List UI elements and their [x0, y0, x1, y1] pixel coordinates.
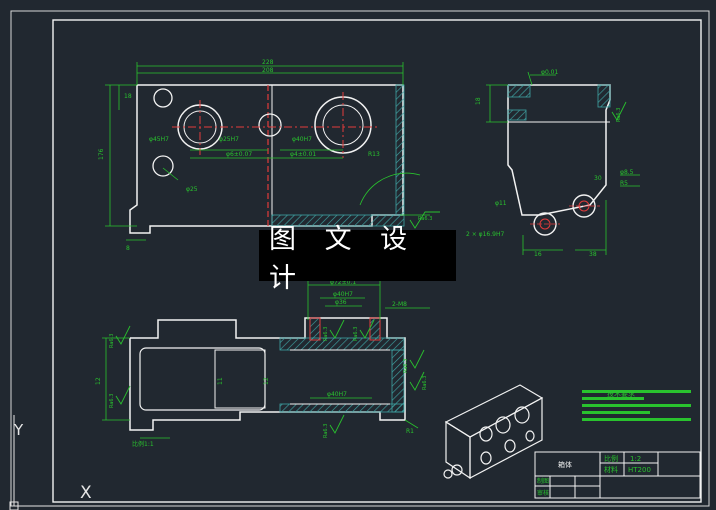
svg-text:φ6±0.07: φ6±0.07 [226, 151, 252, 158]
svg-text:2-M8: 2-M8 [392, 301, 407, 308]
tech-req-title: 技术要求 [607, 389, 635, 398]
svg-text:Ra6.3: Ra6.3 [353, 327, 359, 341]
watermark-banner: 图 文 设 计 [259, 224, 456, 294]
svg-text:比例1:1: 比例1:1 [132, 440, 154, 448]
svg-text:R1: R1 [406, 428, 414, 435]
technical-requirements: 技术要求 [582, 389, 691, 421]
watermark-text: 图 文 设 计 [269, 223, 418, 294]
material-label: 材料 [604, 465, 618, 474]
top-view[interactable]: φ72±0.1 φ40H7 φ36 2-M8 φ40H7 12 11 12 比例… [95, 279, 430, 448]
svg-text:11: 11 [217, 377, 224, 385]
svg-text:Ra6.3: Ra6.3 [323, 424, 329, 438]
svg-text:Ra6.3: Ra6.3 [616, 108, 622, 122]
svg-text:Ra6.3: Ra6.3 [418, 216, 432, 222]
svg-text:φ25H7: φ25H7 [219, 136, 239, 143]
svg-text:16: 16 [534, 251, 542, 258]
svg-text:φ40H7: φ40H7 [327, 391, 347, 398]
ucs-x-label: X [80, 483, 92, 503]
svg-text:176: 176 [98, 148, 105, 160]
title-block [534, 451, 701, 499]
svg-text:208: 208 [262, 67, 274, 74]
svg-text:2 × φ16.9H7: 2 × φ16.9H7 [466, 231, 504, 238]
svg-text:Ra6.3: Ra6.3 [109, 334, 115, 348]
svg-text:228: 228 [262, 59, 274, 66]
isometric-view[interactable] [443, 384, 544, 480]
svg-text:φ11: φ11 [495, 200, 507, 207]
svg-text:Ra6.3: Ra6.3 [403, 359, 409, 373]
front-view[interactable]: 228 208 18 φ45H7 φ25H7 φ40H7 R13 φ6±0.07… [98, 59, 440, 252]
svg-text:φ0.01: φ0.01 [541, 69, 559, 76]
svg-text:φ25: φ25 [186, 186, 198, 193]
drawing-border [10, 10, 710, 507]
ucs-icon [9, 415, 100, 510]
svg-text:12: 12 [263, 377, 270, 385]
svg-text:φ45H7: φ45H7 [149, 136, 169, 143]
drawn-label: 制图 [537, 477, 549, 485]
svg-text:φ40H7: φ40H7 [292, 136, 312, 143]
svg-text:R5: R5 [620, 180, 628, 187]
material-value: HT200 [628, 466, 651, 474]
svg-text:φ4±0.01: φ4±0.01 [290, 151, 316, 158]
svg-text:18: 18 [124, 93, 132, 100]
svg-text:R13: R13 [368, 151, 380, 158]
svg-text:30: 30 [594, 175, 602, 182]
svg-text:Ra6.3: Ra6.3 [109, 394, 115, 408]
svg-text:Ra6.3: Ra6.3 [323, 327, 329, 341]
svg-text:φ8.5: φ8.5 [620, 169, 634, 176]
part-name: 箱体 [558, 460, 572, 469]
svg-text:φ72±0.1: φ72±0.1 [330, 279, 356, 286]
scale-value: 1:2 [630, 455, 641, 463]
svg-text:8: 8 [126, 245, 130, 252]
svg-text:38: 38 [589, 251, 597, 258]
side-view[interactable]: φ0.01 18 φ8.5 R5 2 × φ16.9H7 φ11 16 38 3… [466, 69, 640, 258]
svg-text:φ40H7: φ40H7 [333, 291, 353, 298]
svg-text:φ36: φ36 [335, 299, 347, 306]
svg-text:12: 12 [95, 377, 102, 385]
svg-text:18: 18 [475, 97, 482, 105]
checked-label: 审核 [537, 489, 549, 497]
ucs-y-label: Y [14, 421, 24, 439]
scale-label: 比例 [604, 454, 618, 463]
svg-text:Ra6.3: Ra6.3 [422, 376, 428, 390]
